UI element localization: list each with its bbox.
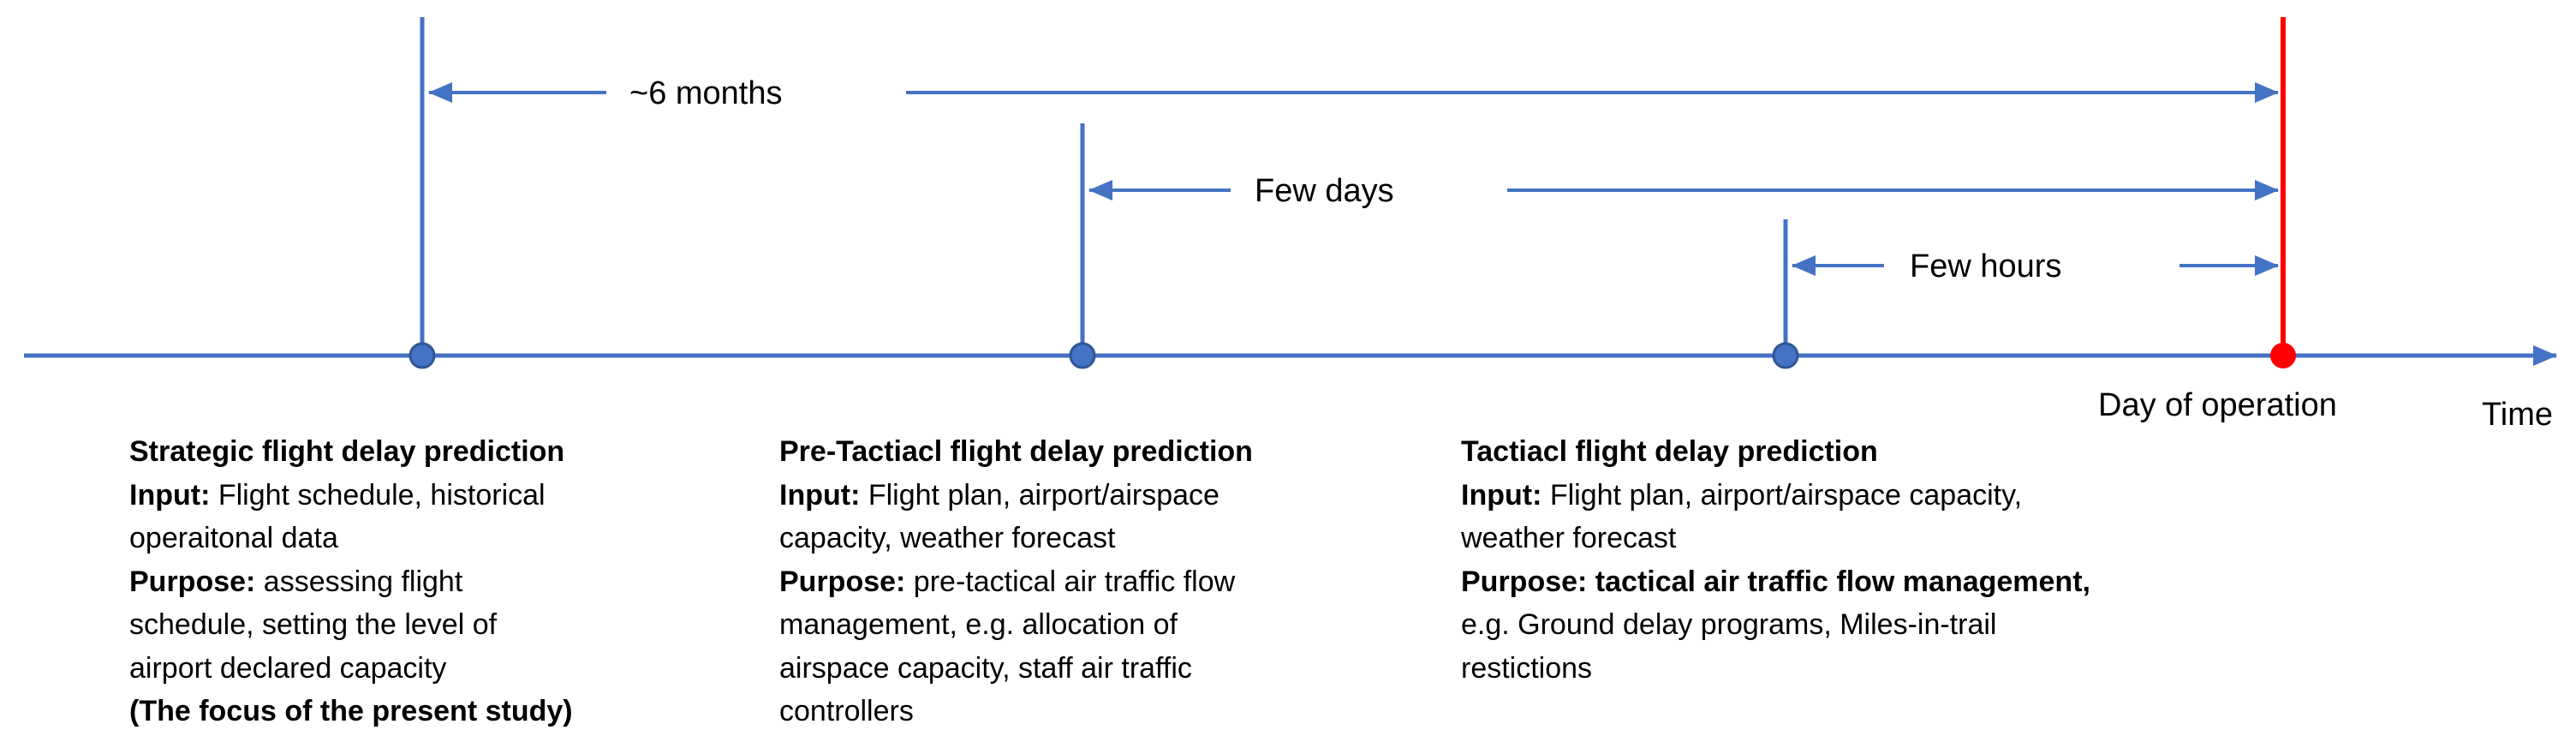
span-label-few-hours: Few hours	[1910, 248, 2061, 284]
tactical-purpose-label: Purpose:	[1461, 565, 1588, 598]
span-label-few-days: Few days	[1255, 173, 1394, 209]
tactical-input-text-1: Flight plan, airport/airspace capacity,	[1541, 478, 2023, 512]
strategic-input-line-1: Input: Flight schedule, historical	[129, 474, 573, 518]
tactical-description: Tactiacl flight delay prediction Input: …	[1461, 430, 2090, 690]
pretactical-purpose-line-1: Purpose: pre-tactical air traffic flow	[779, 560, 1253, 604]
strategic-purpose-text-1: assessing flight	[255, 565, 463, 598]
pretactical-input-label: Input:	[779, 478, 861, 512]
tactical-purpose-line-2: e.g. Ground delay programs, Miles-in-tra…	[1461, 608, 1997, 641]
pretactical-title: Pre-Tactiacl flight delay prediction	[779, 435, 1253, 468]
strategic-note: (The focus of the present study)	[129, 695, 573, 727]
tactical-input-label: Input:	[1461, 478, 1542, 512]
strategic-input-label: Input:	[129, 478, 211, 512]
pretactical-purpose-line-4: controllers	[779, 695, 914, 727]
tactical-purpose-line-1: Purpose: tactical air traffic flow manag…	[1461, 560, 2090, 604]
tactical-purpose-bold-text: tactical air traffic flow management,	[1587, 565, 2090, 598]
strategic-purpose-line-2: schedule, setting the level of	[129, 608, 498, 641]
time-axis-label: Time	[2482, 397, 2553, 433]
strategic-purpose-line-1: Purpose: assessing flight	[129, 560, 573, 604]
strategic-purpose-line-3: airport declared capacity	[129, 651, 447, 685]
strategic-input-line-2: operaitonal data	[129, 522, 338, 554]
day-of-operation-dot	[2270, 343, 2296, 368]
pretactical-description: Pre-Tactiacl flight delay prediction Inp…	[779, 430, 1253, 733]
strategic-purpose-label: Purpose:	[129, 565, 256, 598]
strategic-description: Strategic flight delay prediction Input:…	[129, 430, 573, 733]
tactical-input-line-2: weather forecast	[1461, 522, 1677, 554]
tactical-purpose-line-3: restictions	[1461, 651, 1593, 685]
pretactical-input-line-2: capacity, weather forecast	[779, 522, 1116, 554]
strategic-title: Strategic flight delay prediction	[129, 435, 565, 468]
tactical-input-line-1: Input: Flight plan, airport/airspace cap…	[1461, 474, 2090, 518]
strategic-input-text-1: Flight schedule, historical	[210, 478, 546, 512]
strategic-marker-dot	[408, 342, 436, 369]
tactical-marker-dot	[1772, 342, 1799, 369]
pretactical-input-text-1: Flight plan, airport/airspace	[860, 478, 1219, 512]
pretactical-purpose-line-2: management, e.g. allocation of	[779, 608, 1178, 641]
pretactical-purpose-line-3: airspace capacity, staff air traffic	[779, 651, 1192, 685]
pretactical-marker-dot	[1069, 342, 1096, 369]
span-label-six-months: ~6 months	[629, 75, 783, 111]
day-of-operation-label: Day of operation	[2098, 387, 2337, 423]
pretactical-purpose-text-1: pre-tactical air traffic flow	[905, 565, 1236, 598]
pretactical-input-line-1: Input: Flight plan, airport/airspace	[779, 474, 1253, 518]
pretactical-purpose-label: Purpose:	[779, 565, 906, 598]
tactical-title: Tactiacl flight delay prediction	[1461, 435, 1878, 468]
